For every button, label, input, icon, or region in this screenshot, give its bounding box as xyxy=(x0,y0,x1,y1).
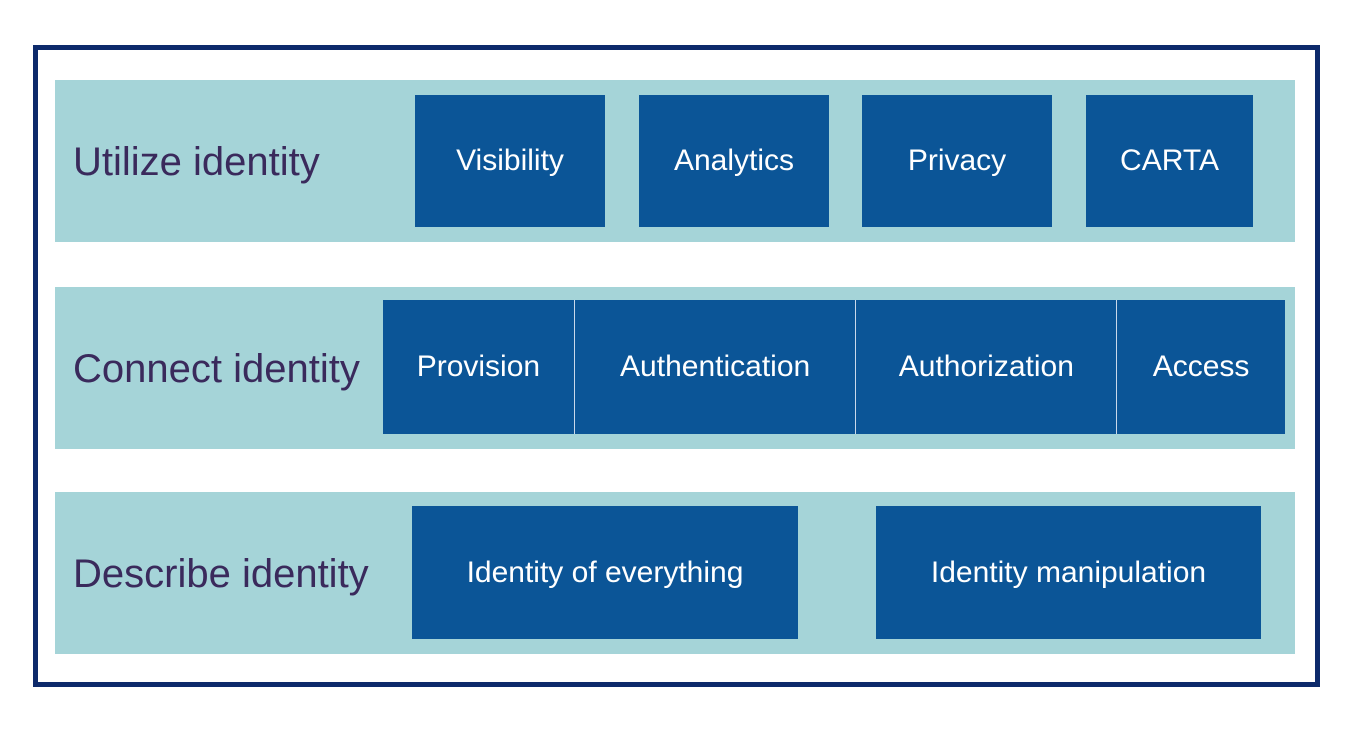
box-analytics: Analytics xyxy=(639,95,829,227)
box-privacy: Privacy xyxy=(862,95,1052,227)
band-label-describe: Describe identity xyxy=(73,552,369,596)
box-visibility: Visibility xyxy=(415,95,605,227)
box-authentication: Authentication xyxy=(573,300,856,434)
box-authorization: Authorization xyxy=(855,300,1116,434)
box-identity-manipulation: Identity manipulation xyxy=(876,506,1261,639)
box-carta: CARTA xyxy=(1086,95,1253,227)
band-label-connect: Connect identity xyxy=(73,347,360,391)
connect-strip: Provision Authentication Authorization A… xyxy=(383,300,1285,434)
band-label-utilize: Utilize identity xyxy=(73,140,320,184)
box-provision: Provision xyxy=(416,350,541,383)
box-access: Access xyxy=(1116,300,1285,434)
box-identity-of-everything: Identity of everything xyxy=(412,506,798,639)
